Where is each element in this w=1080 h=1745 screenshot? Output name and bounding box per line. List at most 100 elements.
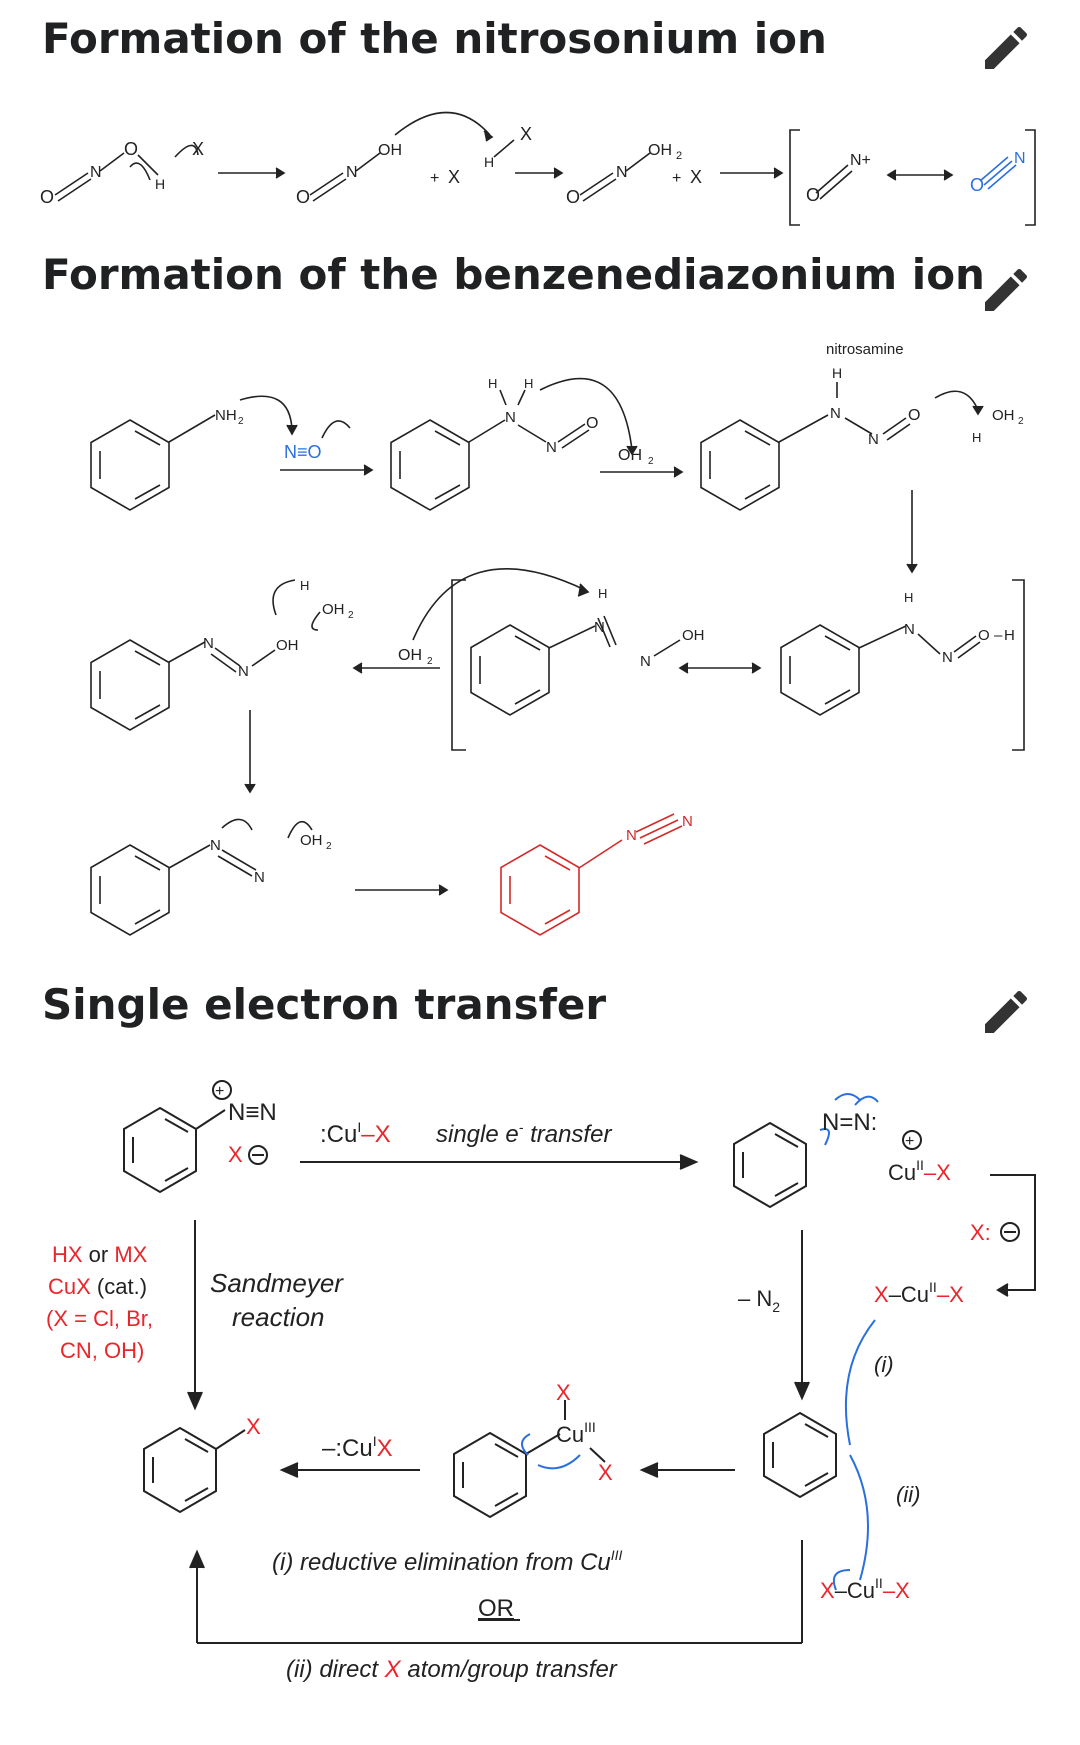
svg-text:H: H	[488, 376, 497, 391]
svg-text:O: O	[978, 627, 990, 644]
svg-text:(X = Cl, Br,: (X = Cl, Br,	[46, 1306, 153, 1331]
nitrous-acid-molecule	[54, 144, 199, 202]
svg-text:CuIII: CuIII	[556, 1419, 596, 1447]
svg-text:N: N	[682, 813, 693, 830]
svg-text:+: +	[215, 1083, 224, 1100]
svg-text:OH: OH	[618, 447, 642, 464]
svg-text:X: X	[228, 1142, 243, 1167]
svg-text:(ii): (ii)	[896, 1482, 920, 1507]
svg-text:H: H	[972, 430, 981, 445]
svg-text:–:CuIX: –:CuIX	[322, 1433, 393, 1462]
pencil-icon	[985, 268, 1028, 311]
svg-text:N: N	[238, 663, 249, 680]
svg-text:2: 2	[676, 150, 682, 162]
section-title-nitrosonium: Formation of the nitrosonium ion	[42, 14, 827, 63]
svg-text:Sandmeyer: Sandmeyer	[210, 1268, 344, 1298]
svg-text:N: N	[346, 164, 358, 181]
edit-section-set-button[interactable]	[978, 984, 1034, 1040]
svg-text:O: O	[124, 139, 138, 159]
svg-text:O: O	[908, 407, 920, 424]
svg-text:2: 2	[427, 656, 433, 667]
svg-text:N: N	[868, 431, 879, 448]
svg-text:(i) reductive elimination from: (i) reductive elimination from CuIII	[272, 1547, 623, 1576]
svg-text:2: 2	[326, 841, 332, 852]
svg-text:X: X	[192, 139, 204, 159]
svg-text:N+: N+	[850, 152, 871, 169]
svg-text:2: 2	[648, 456, 654, 467]
svg-text:X:: X:	[970, 1220, 991, 1245]
svg-text:OH: OH	[992, 407, 1015, 424]
svg-text:N: N	[210, 837, 221, 854]
svg-text:(ii) direct X atom/group trans: (ii) direct X atom/group transfer	[286, 1656, 618, 1683]
svg-text:N: N	[203, 635, 214, 652]
svg-text:OH: OH	[378, 142, 402, 159]
svg-text:N: N	[594, 619, 605, 636]
svg-text:H: H	[904, 590, 913, 605]
svg-text:single e- transfer: single e- transfer	[436, 1119, 612, 1148]
svg-text:N: N	[904, 621, 915, 638]
svg-text:2: 2	[238, 416, 244, 427]
svg-text:N: N	[1014, 150, 1026, 167]
svg-text:NH: NH	[215, 407, 237, 424]
svg-text:O: O	[566, 187, 580, 207]
svg-text:H: H	[155, 176, 165, 192]
svg-text:OH: OH	[398, 647, 422, 664]
svg-text:X: X	[556, 1380, 571, 1405]
svg-text:X: X	[520, 124, 532, 144]
svg-text:OR: OR	[478, 1595, 514, 1622]
svg-text:(i): (i)	[874, 1352, 894, 1377]
svg-text:CN, OH): CN, OH)	[60, 1338, 144, 1363]
svg-text:N: N	[90, 164, 102, 181]
svg-text:O: O	[806, 185, 820, 205]
svg-text:O: O	[586, 415, 598, 432]
svg-text:N: N	[546, 439, 557, 456]
section-title-single-electron-transfer: Single electron transfer	[42, 980, 607, 1029]
section-title-benzenediazonium: Formation of the benzenediazonium ion	[42, 250, 985, 299]
pencil-icon	[985, 26, 1028, 69]
svg-text:X–CuII–X: X–CuII–X	[874, 1279, 964, 1307]
svg-text:N: N	[640, 653, 651, 670]
svg-text:N: N	[616, 164, 628, 181]
next-section-title-cut	[100, 1722, 800, 1745]
svg-text:CuX (cat.): CuX (cat.)	[48, 1274, 147, 1299]
svg-text:H: H	[524, 376, 533, 391]
svg-text:+: +	[672, 170, 681, 187]
svg-text:reaction: reaction	[232, 1302, 325, 1332]
benzenediazonium-scheme: NH 2 N≡O N H H N O OH 2 nitrosamine H N …	[0, 330, 1080, 970]
svg-text:N: N	[830, 405, 841, 422]
svg-text:CuII–X: CuII–X	[888, 1157, 951, 1185]
svg-text:nitrosamine: nitrosamine	[826, 341, 904, 358]
single-electron-transfer-scheme: + N≡N X :CuI–X single e- transfer N=N: +…	[0, 1070, 1080, 1720]
svg-text:N=N:: N=N:	[822, 1109, 877, 1136]
svg-text:H: H	[598, 586, 607, 601]
svg-text:H: H	[484, 154, 494, 170]
svg-text:H: H	[300, 578, 309, 593]
svg-text:N: N	[942, 649, 953, 666]
svg-text:O: O	[970, 175, 984, 195]
svg-text:OH: OH	[648, 142, 672, 159]
svg-text:O: O	[296, 187, 310, 207]
svg-text:H: H	[832, 365, 842, 381]
svg-text:2: 2	[348, 610, 354, 621]
svg-text:H: H	[1004, 627, 1015, 644]
svg-text:X: X	[246, 1414, 261, 1439]
edit-section-nitrosonium-button[interactable]	[978, 20, 1034, 76]
svg-text:HX or MX: HX or MX	[52, 1242, 148, 1267]
svg-text:N≡N: N≡N	[228, 1099, 277, 1126]
svg-text:OH: OH	[322, 601, 345, 618]
svg-text:OH: OH	[682, 627, 705, 644]
nitrosonium-scheme: O N O H X O N OH + X H X O N OH 2 + X O …	[0, 95, 1080, 235]
svg-text:–: –	[994, 627, 1003, 644]
svg-text:2: 2	[1018, 416, 1024, 427]
svg-text:+: +	[430, 170, 439, 187]
svg-text:N: N	[505, 409, 516, 426]
svg-text:X: X	[690, 167, 702, 187]
svg-text:– N2: – N2	[738, 1286, 780, 1315]
svg-text:OH: OH	[276, 637, 299, 654]
edit-section-benzenediazonium-button[interactable]	[978, 262, 1034, 318]
svg-text:X: X	[448, 167, 460, 187]
svg-text:OH: OH	[300, 832, 323, 849]
pencil-icon	[985, 990, 1028, 1033]
svg-text:N≡O: N≡O	[284, 442, 322, 462]
svg-text:X: X	[598, 1460, 613, 1485]
